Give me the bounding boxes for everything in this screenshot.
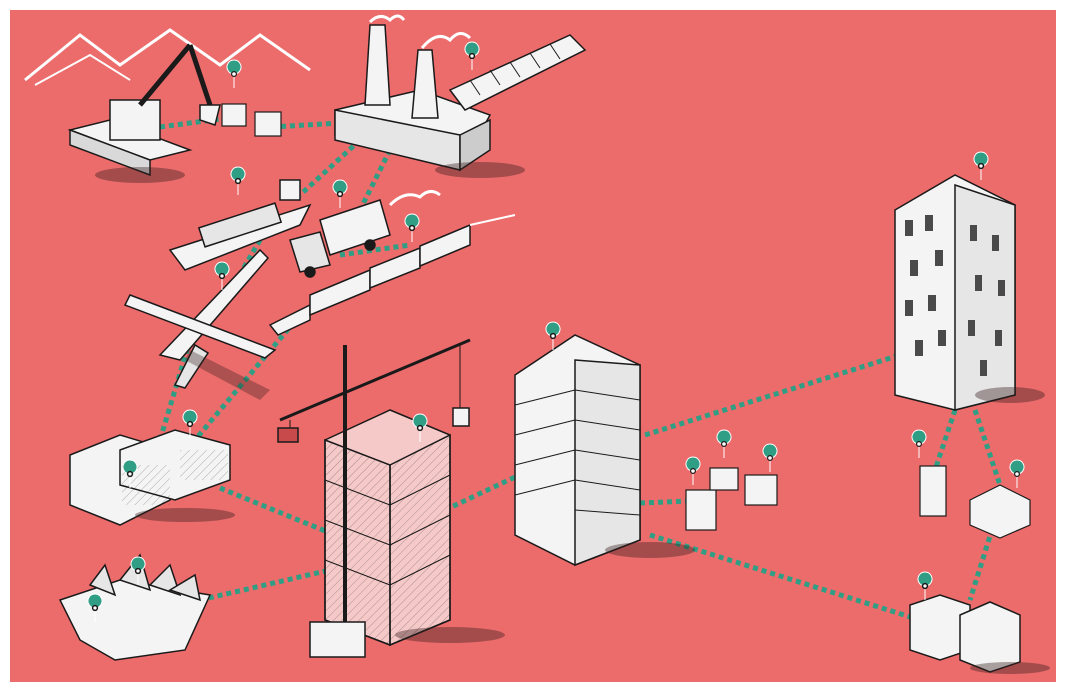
link-skip-site xyxy=(199,567,331,603)
location-pin-icon xyxy=(917,571,933,601)
link-site-office xyxy=(443,467,532,513)
link-tower-house-a xyxy=(932,409,958,471)
small-cubes xyxy=(221,59,282,137)
location-pin-icon xyxy=(332,179,348,209)
location-pin-icon xyxy=(404,213,420,243)
airplane xyxy=(123,248,277,400)
factory xyxy=(334,14,587,178)
location-pin-icon xyxy=(230,166,246,196)
location-pin-icon xyxy=(1009,459,1025,489)
location-pin-icon xyxy=(464,41,480,71)
location-pin-icon xyxy=(716,429,732,459)
link-warehouse-site xyxy=(219,485,336,538)
construction-site xyxy=(277,338,505,658)
location-pin-icon xyxy=(973,151,989,181)
cargo-ship xyxy=(168,166,312,271)
link-office-tower xyxy=(644,352,901,438)
tall-residential-tower xyxy=(894,151,1045,411)
office-block xyxy=(514,321,695,567)
small-houses xyxy=(685,429,1031,539)
container-warehouse xyxy=(69,409,235,526)
link-factory-ship xyxy=(298,138,362,197)
location-pin-icon xyxy=(226,59,242,89)
supply-chain-illustration xyxy=(10,10,1056,682)
link-tower-house-b xyxy=(972,409,1003,486)
network-diagram xyxy=(24,14,1050,674)
location-pin-icon xyxy=(911,429,927,459)
location-pin-icon xyxy=(762,443,778,473)
location-pin-icon xyxy=(685,456,701,486)
skip-container xyxy=(58,553,212,661)
link-cubes-factory xyxy=(271,120,341,130)
link-train-warehouse xyxy=(193,313,302,442)
excavator xyxy=(24,28,311,183)
link-office-recycling xyxy=(649,532,921,623)
link-office-houses xyxy=(639,497,716,506)
recycling-boxes xyxy=(909,571,1050,674)
link-truck-train xyxy=(339,242,411,258)
truck xyxy=(289,179,441,278)
train xyxy=(268,213,516,336)
